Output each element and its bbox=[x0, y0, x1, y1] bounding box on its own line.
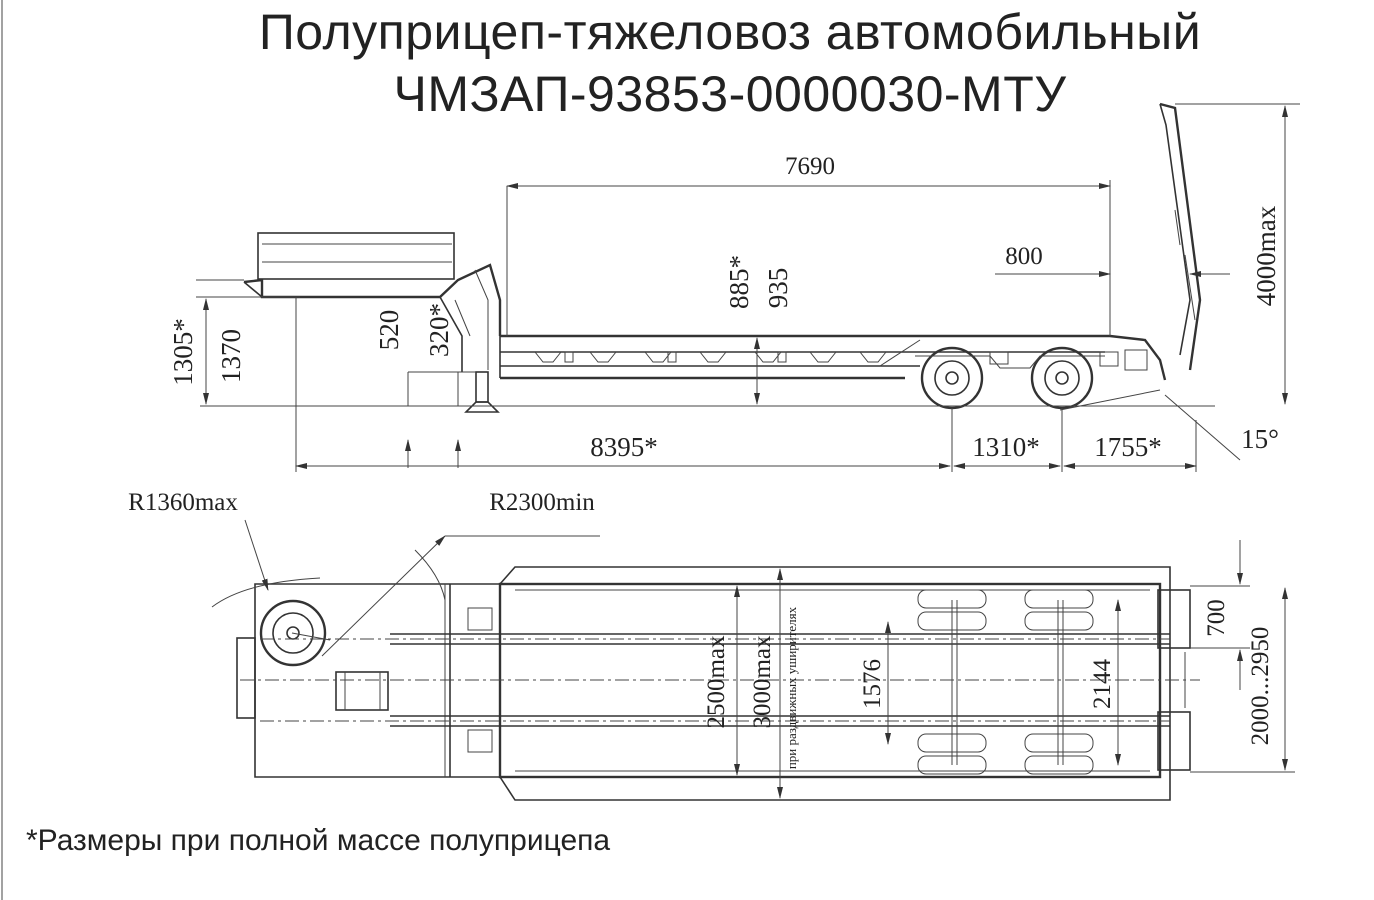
gooseneck-body bbox=[243, 263, 502, 336]
side-view: 7690 800 4000max 1305* 1370 520 320* 885… bbox=[168, 102, 1300, 472]
dim-support-travel-loaded: 320* bbox=[424, 303, 454, 357]
dim-ramp-width: 700 bbox=[1203, 599, 1230, 637]
dim-ramp-angle: 15° bbox=[1241, 424, 1279, 454]
dim-support-travel: 520 bbox=[374, 310, 404, 351]
dim-deck-length: 7690 bbox=[785, 153, 835, 180]
dim-track-inner: 1576 bbox=[859, 659, 886, 709]
dim-axle-spacing: 1310* bbox=[972, 432, 1040, 462]
dim-turning-radius: R2300min bbox=[489, 489, 595, 516]
dim-deck-height-loaded: 885* bbox=[724, 255, 754, 309]
dim-coupling-height: 1370 bbox=[216, 329, 246, 383]
top-view-outline bbox=[254, 566, 1171, 801]
dim-ramp-range: 2000...2950 bbox=[1247, 627, 1274, 746]
top-wheels bbox=[917, 589, 1094, 775]
dim-deck-height: 935 bbox=[763, 268, 793, 309]
dim-track-outer: 2144 bbox=[1089, 659, 1116, 710]
deck-frame bbox=[500, 334, 1167, 381]
dim-width-standard: 2500max bbox=[703, 635, 730, 729]
note-extended-widening: при раздвижных уширителях bbox=[784, 606, 799, 769]
dim-front-radius: R1360max bbox=[128, 489, 238, 516]
dim-ramp-offset: 800 bbox=[1005, 243, 1043, 270]
dim-max-height: 4000max bbox=[1251, 205, 1281, 306]
rear-wheel-2 bbox=[1030, 346, 1094, 410]
diagram-title: Полуприцеп-тяжеловоз автомобильный bbox=[258, 4, 1202, 60]
dim-width-extended: 3000max bbox=[749, 635, 776, 729]
loading-ramp bbox=[1159, 102, 1202, 371]
model-designation: ЧМЗАП-93853-0000030-МТУ bbox=[393, 66, 1067, 122]
gooseneck-front-box bbox=[257, 232, 455, 280]
dim-length-kingpin-axle: 8395* bbox=[590, 432, 658, 462]
kingpin-plate bbox=[259, 599, 327, 667]
rear-wheel-1 bbox=[920, 346, 984, 410]
footnote-loaded-dimensions: *Размеры при полной массе полуприцепа bbox=[26, 824, 611, 857]
dim-coupling-height-loaded: 1305* bbox=[168, 318, 198, 386]
tool-box bbox=[335, 671, 389, 711]
top-view: R1360max R2300min 2500max 3000max при ра… bbox=[128, 489, 1295, 801]
dim-rear-overhang: 1755* bbox=[1094, 432, 1162, 462]
support-leg bbox=[475, 371, 489, 403]
